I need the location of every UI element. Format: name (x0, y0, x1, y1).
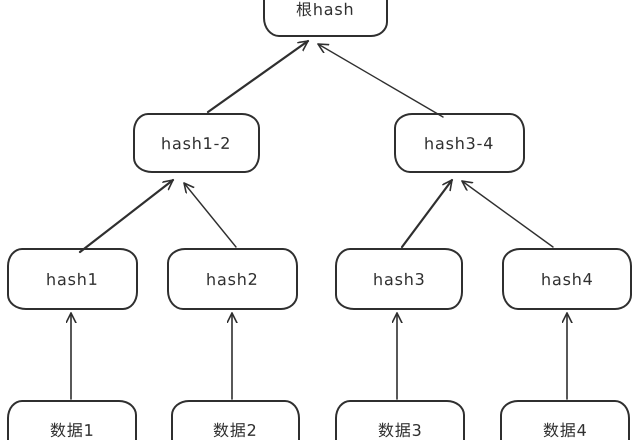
node-label-hash4: hash4 (540, 269, 594, 289)
node-hash1: hash1 (7, 248, 138, 310)
node-data4: 数据4 (500, 400, 630, 440)
node-label-hash2: hash2 (206, 269, 259, 289)
node-label-hash1-2: hash1-2 (161, 133, 232, 153)
node-label-data1: 数据1 (49, 420, 95, 440)
node-data1: 数据1 (7, 400, 137, 440)
node-root: 根hash (263, 0, 388, 37)
node-label-hash3-4: hash3-4 (424, 133, 495, 153)
node-label-root: 根hash (296, 0, 355, 20)
node-hash3: hash3 (335, 248, 463, 310)
node-label-hash3: hash3 (372, 269, 426, 289)
node-label-data2: 数据2 (213, 420, 258, 440)
node-hash1-2: hash1-2 (133, 113, 260, 173)
node-label-data3: 数据3 (377, 420, 423, 440)
node-label-hash1: hash1 (46, 269, 99, 289)
node-data3: 数据3 (335, 400, 465, 440)
node-hash4: hash4 (502, 248, 632, 310)
node-label-data4: 数据4 (542, 420, 588, 440)
node-hash3-4: hash3-4 (394, 113, 525, 173)
node-data2: 数据2 (171, 400, 300, 440)
node-hash2: hash2 (167, 248, 298, 310)
